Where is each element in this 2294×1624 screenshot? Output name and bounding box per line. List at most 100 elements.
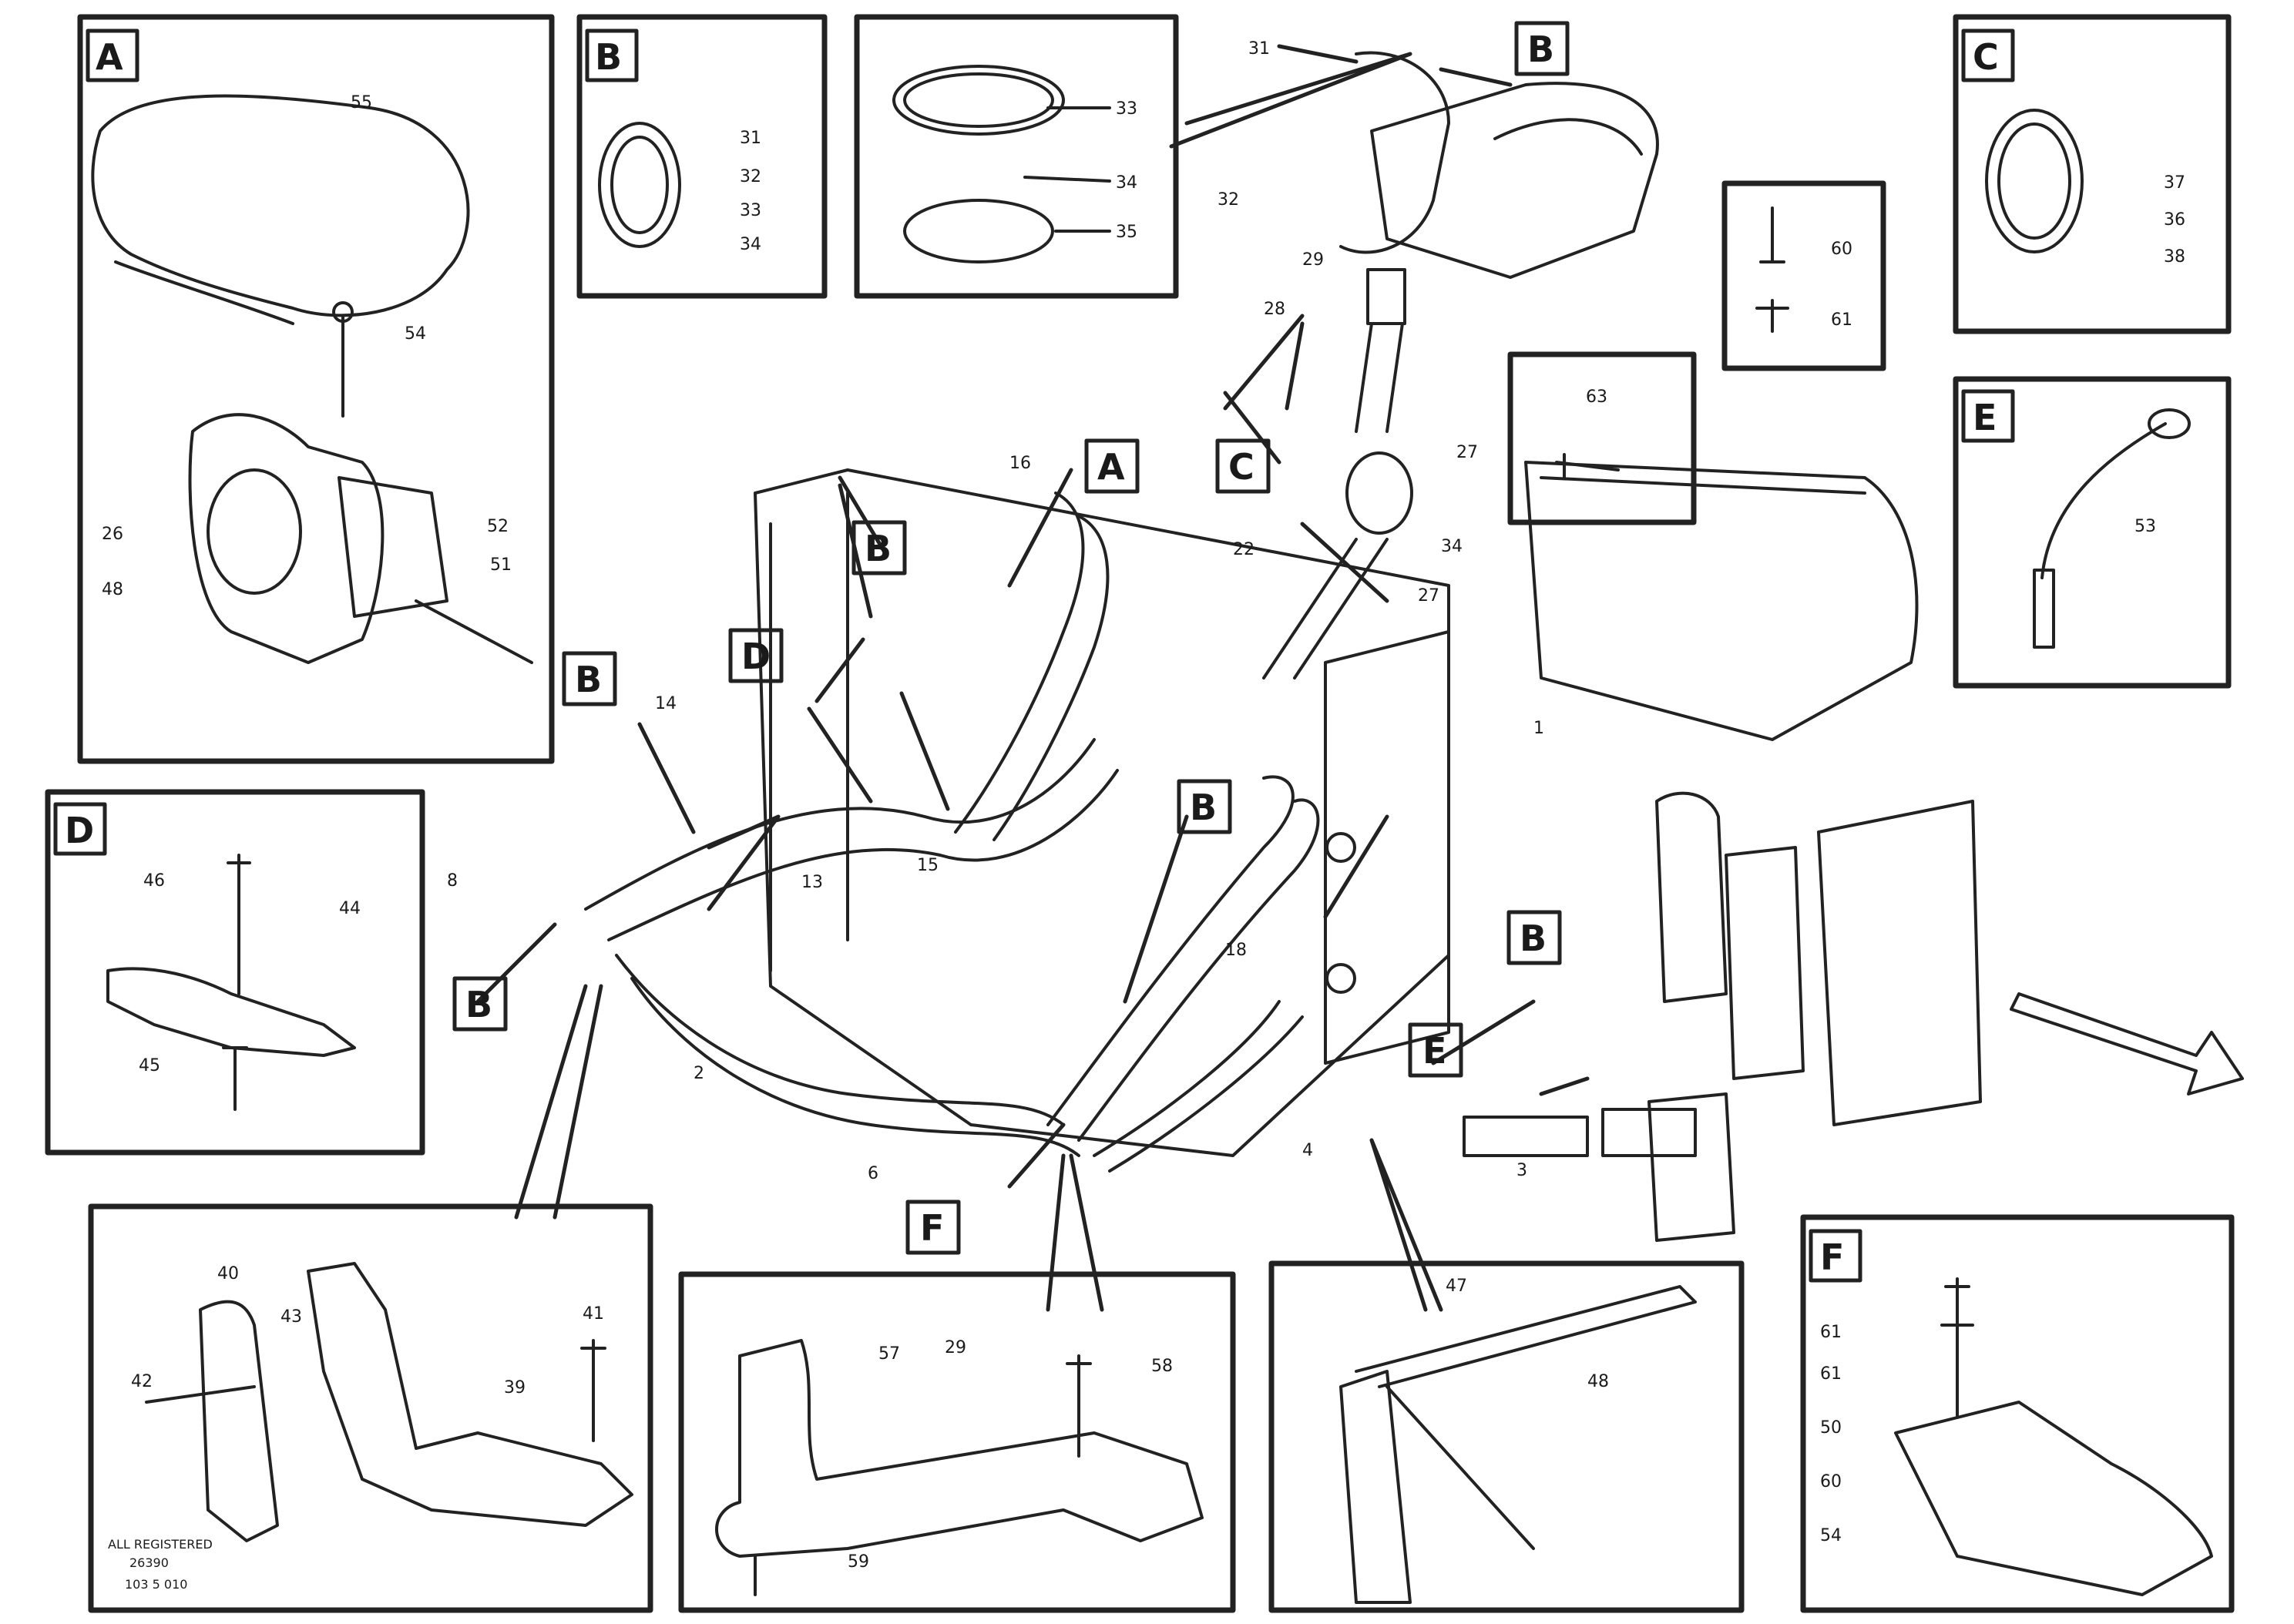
label: 41 xyxy=(583,1304,604,1324)
main-hose-2 xyxy=(607,769,1119,941)
radiator-bolt-2 xyxy=(1325,963,1356,994)
main-hose-4 xyxy=(630,977,1080,1157)
air-cleaner-cover xyxy=(91,94,470,317)
lower-hose-2 xyxy=(1077,798,1320,1142)
tag-b-5-letter: B xyxy=(1520,918,1547,959)
tag-b-4-letter: B xyxy=(465,984,492,1025)
bracket-d xyxy=(106,967,356,1057)
leader-lines xyxy=(475,44,1590,1312)
label: 44 xyxy=(339,899,361,918)
tag-b-1-letter: B xyxy=(865,528,892,569)
label: 60 xyxy=(1831,240,1852,259)
panel-e-frame xyxy=(1953,376,2232,689)
clamp-c xyxy=(1985,109,2084,253)
direction-arrow xyxy=(2010,992,2244,1096)
panel-b-letter: B xyxy=(595,36,622,78)
label: 2 xyxy=(694,1064,704,1083)
main-hose-1 xyxy=(584,738,1096,911)
label: 52 xyxy=(487,517,509,536)
label: 26 xyxy=(102,525,123,544)
hose-ring xyxy=(1345,451,1413,535)
label: 22 xyxy=(1233,540,1254,559)
hose-down xyxy=(1262,538,1389,679)
bracket-bl-bolt xyxy=(580,1339,606,1442)
filter-right xyxy=(1817,800,1982,1126)
panel-rings-frame xyxy=(854,14,1179,299)
lower-hose-1 xyxy=(1046,775,1295,1126)
stamp-line-2: 26390 xyxy=(129,1555,169,1570)
tag-d-main-letter: D xyxy=(741,636,771,677)
panel-f-tag xyxy=(1809,1229,1862,1283)
label: 42 xyxy=(131,1372,153,1391)
bracket-f-bolt xyxy=(1940,1277,1974,1419)
label: 16 xyxy=(1009,454,1031,473)
ring-large xyxy=(892,65,1065,136)
support-bar xyxy=(715,1339,1204,1558)
tag-b-top-letter: B xyxy=(1527,29,1554,70)
hose-vertical xyxy=(1355,322,1404,433)
radiator-bolt-1 xyxy=(1325,832,1356,863)
panel-c-tag xyxy=(1961,29,2015,82)
part-numbers: 55 54 26 48 52 51 31 32 33 34 33 34 35 3… xyxy=(102,39,2185,1572)
bracket-bl-arm xyxy=(307,1262,633,1527)
label: 35 xyxy=(1116,223,1137,242)
tag-e-main xyxy=(1408,1022,1463,1078)
label: 1 xyxy=(1533,719,1544,738)
support-bar-bolt xyxy=(1066,1354,1092,1458)
tag-c-main xyxy=(1215,438,1271,494)
callout-letters: A B C E D F B A C B D B B B B E F xyxy=(65,29,1999,1278)
fan-housing-top xyxy=(1540,476,1866,495)
label: 53 xyxy=(2134,517,2156,536)
label: 46 xyxy=(143,871,165,891)
label: 34 xyxy=(1441,537,1463,556)
engine-block-edge xyxy=(769,492,849,972)
ring-large-inner xyxy=(903,72,1054,128)
flange-bolt xyxy=(415,599,533,664)
tag-b-3-letter: B xyxy=(1190,787,1217,828)
panel-b-frame xyxy=(576,14,828,299)
pump-body xyxy=(1655,791,1728,1003)
crossover-hose-1 xyxy=(954,492,1085,834)
label: 58 xyxy=(1151,1357,1173,1376)
radiator-side xyxy=(1324,630,1450,1065)
intake-tube-upper xyxy=(1339,51,1450,254)
label: 13 xyxy=(801,873,823,892)
tag-a-main-letter: A xyxy=(1097,446,1125,488)
tag-f-main xyxy=(905,1200,961,1255)
panel-a-letter: A xyxy=(96,36,123,78)
label: 29 xyxy=(945,1338,966,1357)
label: 6 xyxy=(868,1164,878,1183)
main-hose-3 xyxy=(615,954,1065,1126)
rod-br-brace xyxy=(1385,1385,1535,1550)
label: 8 xyxy=(447,871,458,891)
label: 31 xyxy=(740,129,761,148)
label: 60 xyxy=(1820,1472,1842,1491)
sensor-head xyxy=(2148,408,2191,439)
label: 61 xyxy=(1820,1323,1842,1342)
tag-b-3 xyxy=(1177,779,1232,834)
engine-block xyxy=(754,468,1450,1157)
flange-plate xyxy=(338,476,448,618)
tag-d-main xyxy=(728,628,784,683)
tag-a-main xyxy=(1084,438,1140,494)
bolt-head xyxy=(332,301,354,323)
label: 48 xyxy=(102,580,123,599)
clamp-ring xyxy=(598,122,681,248)
label: 33 xyxy=(1116,99,1137,119)
air-cleaner-cover-rim xyxy=(114,260,294,325)
label: 50 xyxy=(1820,1418,1842,1438)
panel-a-frame xyxy=(77,14,555,764)
label: 32 xyxy=(1218,190,1239,210)
inset-br-frame xyxy=(1268,1260,1745,1613)
panel-d-letter: D xyxy=(65,810,94,851)
label: 27 xyxy=(1418,586,1439,606)
tag-b-top xyxy=(1514,21,1570,76)
label: 51 xyxy=(490,555,512,575)
panel-a-tag xyxy=(86,29,139,82)
inset-bl-frame xyxy=(88,1203,653,1613)
label: 59 xyxy=(848,1552,869,1572)
panel-e-letter: E xyxy=(1973,397,1997,438)
label: 34 xyxy=(1116,173,1137,193)
label: 4 xyxy=(1302,1141,1313,1160)
